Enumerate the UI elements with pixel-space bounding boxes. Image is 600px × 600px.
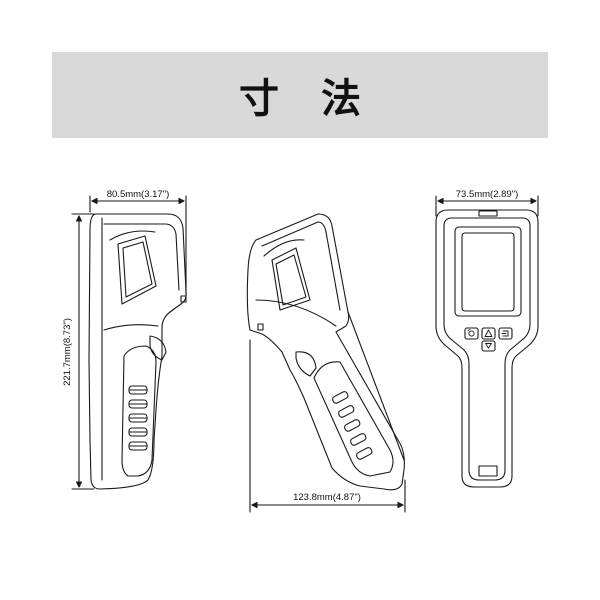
camera-button[interactable] <box>464 327 479 340</box>
angled-view-device <box>246 213 405 491</box>
down-button[interactable] <box>481 340 496 352</box>
dim-height <box>71 213 95 490</box>
button-row <box>464 327 513 352</box>
warning-icon <box>484 329 493 337</box>
camera-icon <box>467 329 475 337</box>
front-view-device <box>435 209 539 488</box>
dim-front-width <box>435 195 539 217</box>
dim-side-width <box>89 195 187 297</box>
title-banner: 寸 法 <box>52 52 548 138</box>
down-arrow-icon <box>485 343 492 349</box>
height-label: 221.7mm(8.73") <box>62 318 73 386</box>
depth-label: 123.8mm(4.87") <box>293 492 361 503</box>
exit-icon <box>501 330 509 337</box>
exit-button[interactable] <box>498 327 513 340</box>
front-width-label: 73.5mm(2.89") <box>456 189 519 200</box>
page-title: 寸 法 <box>239 76 375 122</box>
warning-button[interactable] <box>481 327 496 340</box>
side-view-device <box>88 213 187 490</box>
side-width-label: 80.5mm(3.17") <box>107 189 170 200</box>
dim-depth <box>249 339 406 513</box>
